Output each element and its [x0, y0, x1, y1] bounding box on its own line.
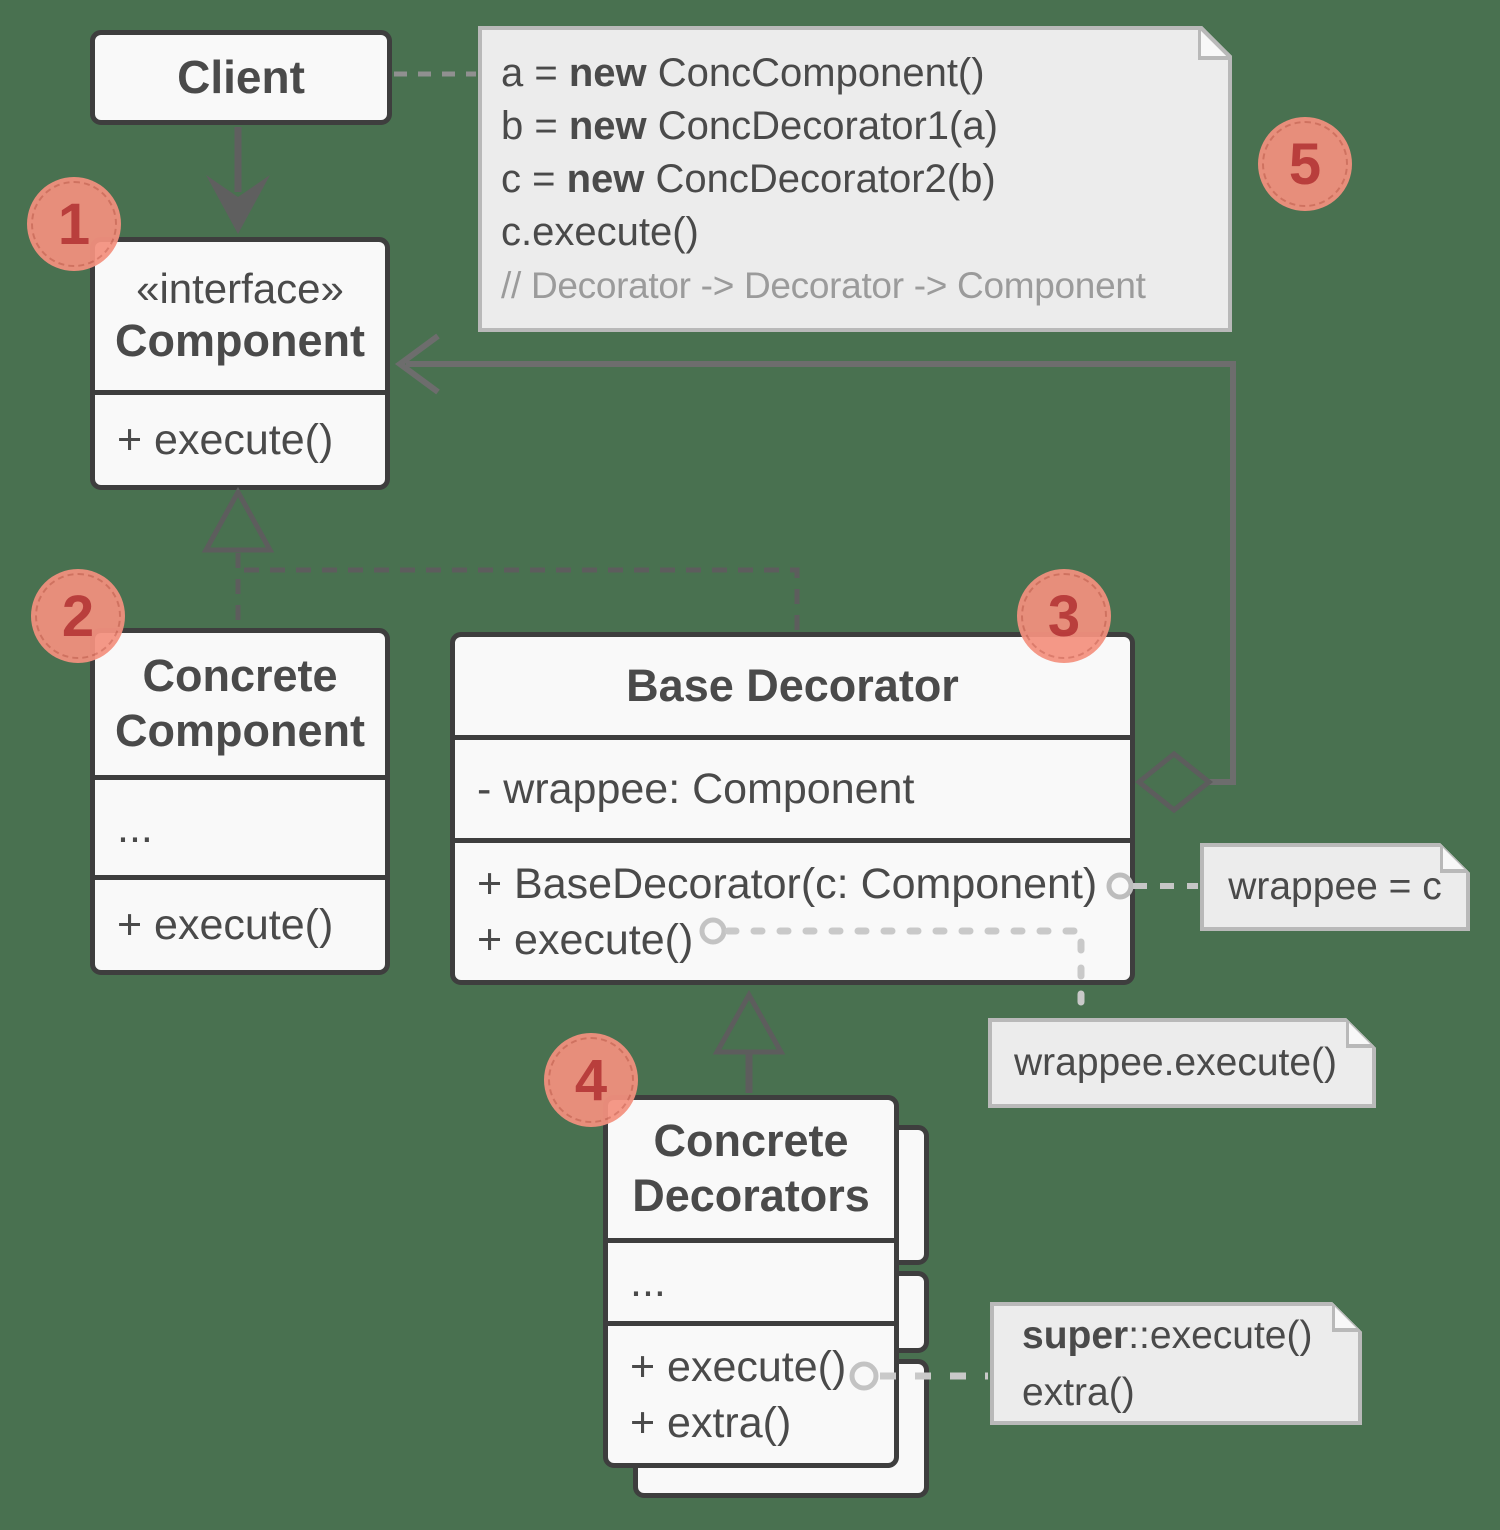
client-title: Client: [177, 51, 305, 104]
concrete-decorators-box: Concrete Decorators ... + execute() + ex…: [603, 1095, 899, 1468]
component-methods: + execute(): [95, 390, 385, 485]
component-title: Component: [115, 315, 365, 367]
concrete-decorators-methods: + execute() + extra(): [608, 1321, 894, 1463]
super-call-line1: super::execute(): [1022, 1313, 1313, 1357]
base-decorator-header: Base Decorator: [455, 637, 1130, 735]
concrete-decorators-method-extra: + extra(): [630, 1398, 792, 1447]
concrete-component-header: Concrete Component: [95, 633, 385, 775]
code-line-1: a = new ConcComponent(): [501, 50, 985, 95]
concrete-decorators-title-line1: Concrete: [653, 1115, 849, 1167]
badge-1: 1: [27, 177, 121, 271]
arrowhead-icon: [206, 175, 270, 234]
concrete-decorators-method-execute: + execute(): [630, 1342, 847, 1391]
base-decorator-methods: + BaseDecorator(c: Component) + execute(…: [455, 838, 1130, 980]
code-line-4: c.execute(): [501, 209, 699, 254]
concrete-component-methods: + execute(): [95, 875, 385, 970]
note-fold-icon: [1440, 843, 1470, 873]
concrete-component-title-line2: Component: [115, 705, 365, 756]
base-decorator-realization: [238, 567, 800, 630]
hollow-triangle-icon: [712, 989, 786, 1055]
concrete-decorators-fields: ...: [608, 1238, 894, 1321]
client-component-arrow: [206, 127, 270, 234]
concrete-component-box: Concrete Component ... + execute(): [90, 628, 390, 975]
component-method-execute: + execute(): [117, 416, 334, 464]
concrete-decorators-field-ellipsis: ...: [630, 1258, 666, 1306]
wrappee-assign-note: wrappee = c: [1200, 843, 1470, 931]
aggregation-diamond-icon: [1134, 750, 1214, 814]
component-header: «interface» Component: [95, 242, 385, 390]
base-decorator-attributes: - wrappee: Component: [455, 735, 1130, 838]
base-decorator-attribute-wrappee: - wrappee: Component: [477, 765, 915, 813]
code-line-2: b = new ConcDecorator1(a): [501, 103, 998, 148]
badge-2: 2: [31, 569, 125, 663]
client-header: Client: [95, 35, 387, 120]
component-stereotype: «interface»: [136, 264, 344, 312]
hollow-triangle-icon: [201, 486, 275, 553]
super-call-note: super::execute() extra(): [990, 1302, 1362, 1425]
wrappee-assign-text: wrappee = c: [1228, 865, 1442, 908]
code-note: a = new ConcComponent() b = new ConcDeco…: [478, 26, 1232, 332]
concrete-component-realization: [201, 486, 275, 626]
note-fold-icon: [1346, 1018, 1376, 1048]
concrete-decorators-generalization: [712, 989, 786, 1093]
note-fold-icon: [1198, 26, 1232, 60]
concrete-decorators-title-line2: Decorators: [632, 1170, 870, 1221]
wrappee-call-text: wrappee.execute(): [1014, 1041, 1338, 1084]
client-class-box: Client: [90, 30, 392, 125]
badge-5-number: 5: [1288, 131, 1322, 197]
concrete-decorators-header: Concrete Decorators: [608, 1100, 894, 1238]
badge-4: 4: [544, 1033, 638, 1127]
concrete-component-title-line1: Concrete: [142, 650, 338, 702]
badge-1-number: 1: [57, 191, 91, 257]
concrete-component-field-ellipsis: ...: [117, 803, 153, 852]
wrappee-call-note: wrappee.execute(): [988, 1018, 1376, 1108]
open-arrowhead-icon: [394, 333, 440, 395]
component-interface-box: «interface» Component + execute(): [90, 237, 390, 490]
base-decorator-box: Base Decorator - wrappee: Component + Ba…: [450, 632, 1135, 985]
base-decorator-method-execute: + execute(): [477, 915, 694, 964]
base-decorator-method-constructor: + BaseDecorator(c: Component): [477, 859, 1098, 908]
badge-4-number: 4: [574, 1047, 608, 1113]
note-fold-icon: [1332, 1302, 1362, 1332]
badge-2-number: 2: [61, 583, 95, 649]
code-comment: // Decorator -> Decorator -> Component: [501, 264, 1146, 306]
super-call-line2: extra(): [1022, 1370, 1135, 1414]
badge-5: 5: [1258, 117, 1352, 211]
base-decorator-title: Base Decorator: [626, 659, 959, 711]
concrete-component-fields: ...: [95, 775, 385, 875]
badge-3: 3: [1017, 569, 1111, 663]
concrete-component-method-execute: + execute(): [117, 901, 334, 949]
badge-3-number: 3: [1047, 583, 1081, 649]
code-line-3: c = new ConcDecorator2(b): [501, 156, 996, 201]
